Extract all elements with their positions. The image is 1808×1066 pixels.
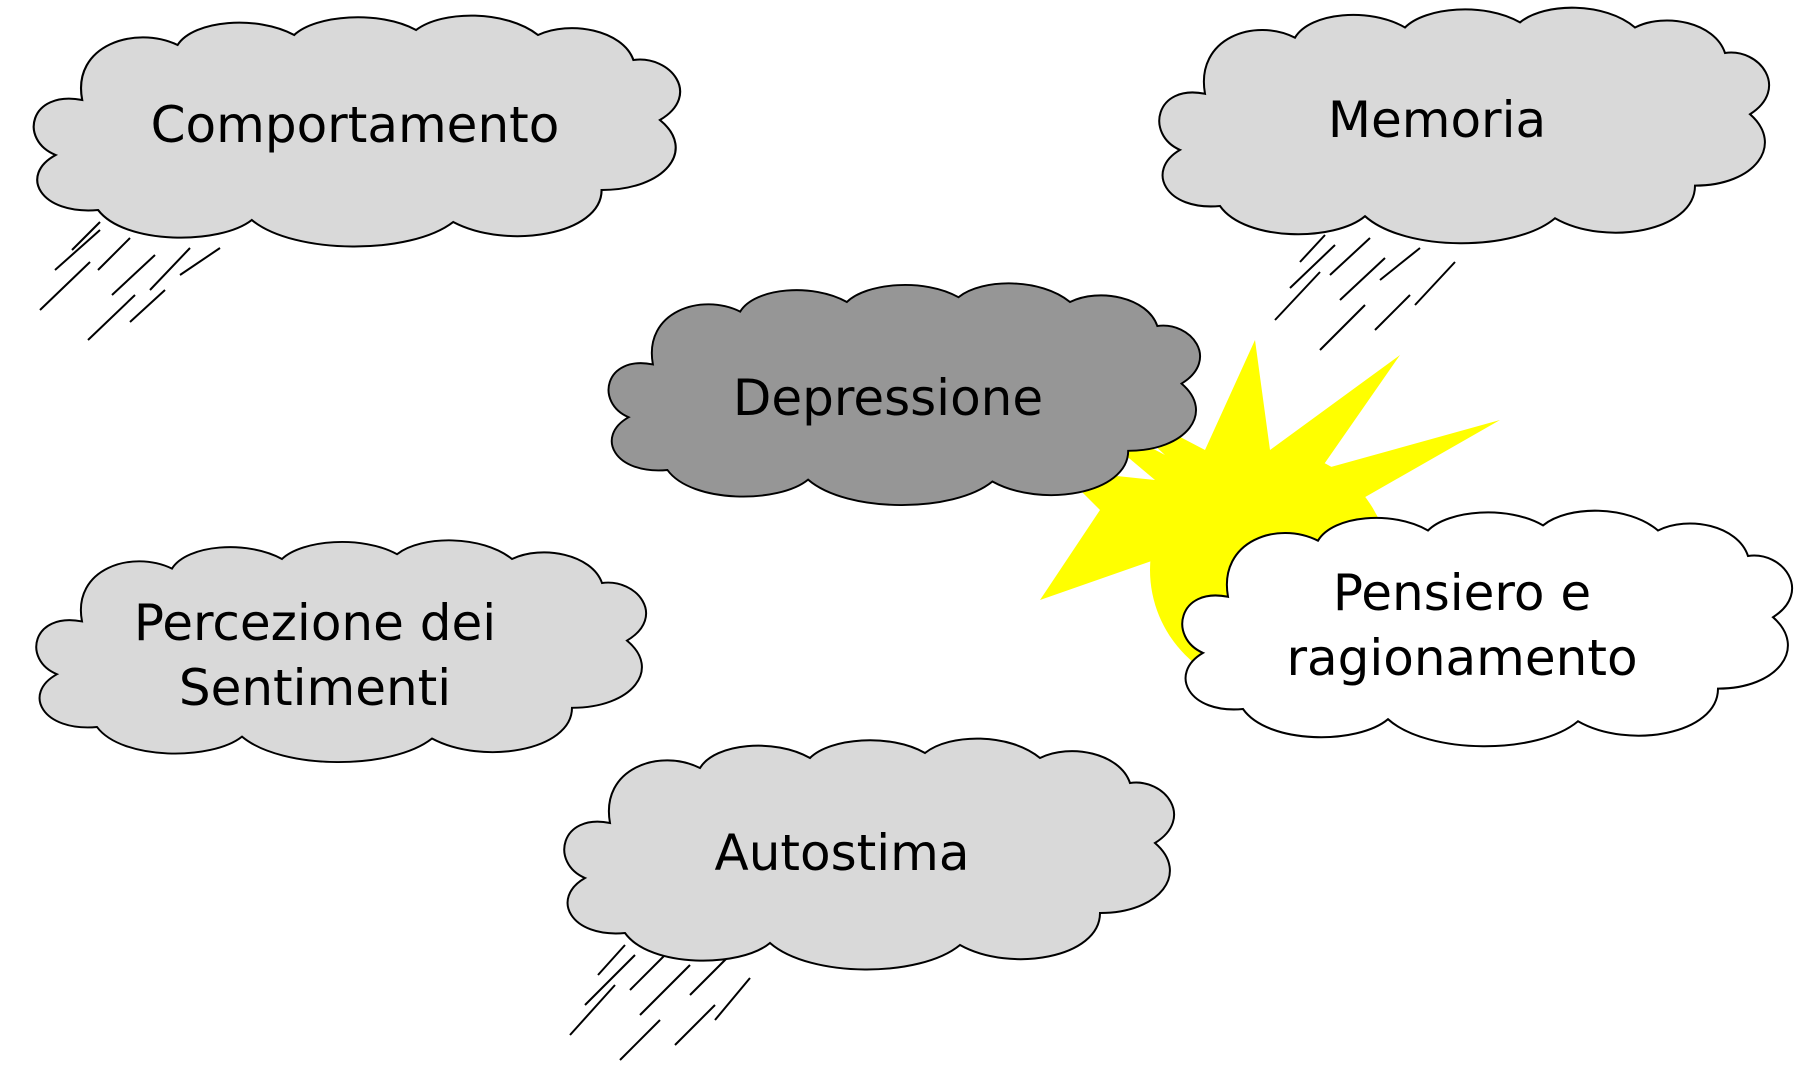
- cloud-label-pensiero-line1: Pensiero e: [1333, 564, 1591, 622]
- rain-icon: [39, 221, 221, 341]
- cloud-label-comportamento: Comportamento: [151, 96, 560, 154]
- cloud-label-autostima: Autostima: [715, 824, 970, 882]
- rain-icon: [1274, 234, 1456, 351]
- cloud-label-percezione-line1: Percezione dei: [134, 594, 496, 652]
- cloud-label-depressione: Depressione: [733, 369, 1043, 427]
- rain-icon: [569, 944, 751, 1061]
- cloud-label-percezione-line2: Sentimenti: [179, 659, 451, 717]
- cloud-label-memoria: Memoria: [1328, 91, 1546, 149]
- cloud-label-pensiero-line2: ragionamento: [1286, 629, 1637, 687]
